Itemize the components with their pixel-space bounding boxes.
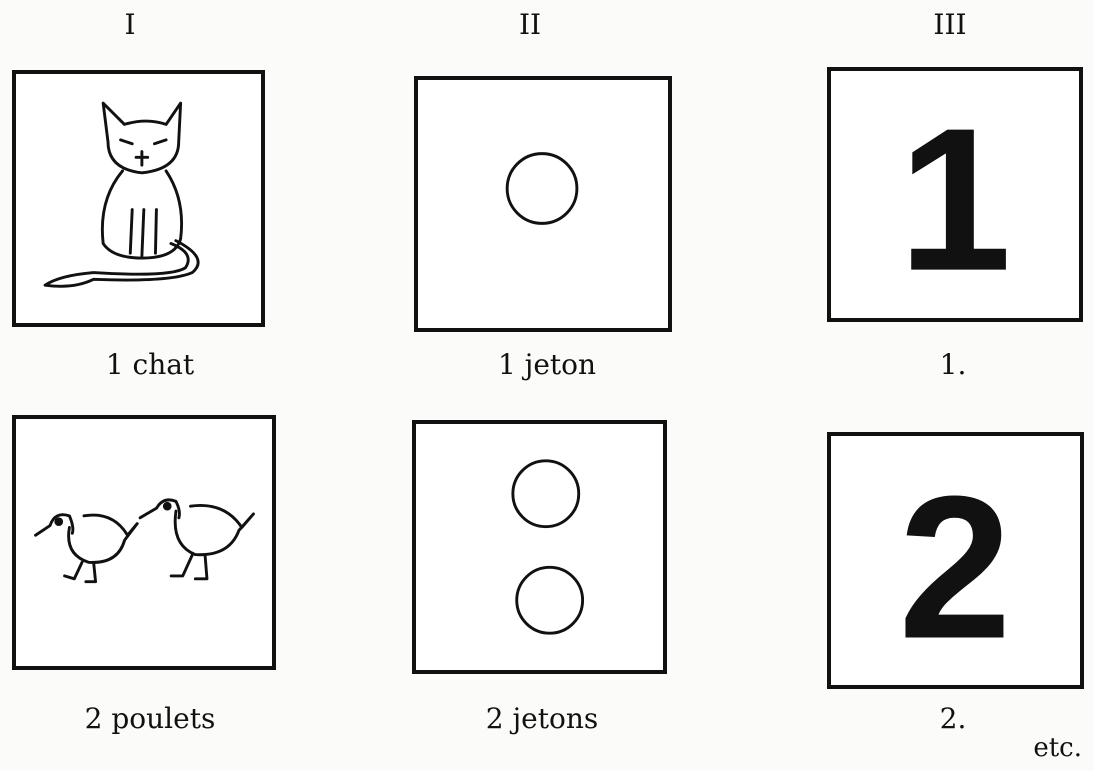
token-card-2 [412,420,667,674]
chickens-card [12,415,276,670]
column-header-3: III [890,8,1010,41]
caption-token-2: 2 jetons [392,702,692,735]
numeral-card-2: 2 [827,432,1084,689]
column-header-2: II [470,8,590,41]
caption-cat: 1 chat [0,348,300,381]
cat-icon [16,74,261,323]
cat-card [12,70,265,327]
caption-token-1: 1 jeton [397,348,697,381]
numeral-2: 2 [898,455,1011,682]
caption-chickens: 2 poulets [0,702,300,735]
caption-numeral-1: 1. [803,348,1094,381]
chicken-icon [16,419,272,666]
etc-note: etc. [1033,733,1082,763]
column-header-1: I [70,8,190,41]
token-card-1 [414,76,672,332]
token-icon [507,154,577,224]
numeral-card-1: 1 [827,67,1083,322]
token-icon [513,461,579,527]
token-icon [517,567,583,633]
caption-numeral-2: 2. [803,702,1094,735]
numeral-1: 1 [898,87,1011,314]
